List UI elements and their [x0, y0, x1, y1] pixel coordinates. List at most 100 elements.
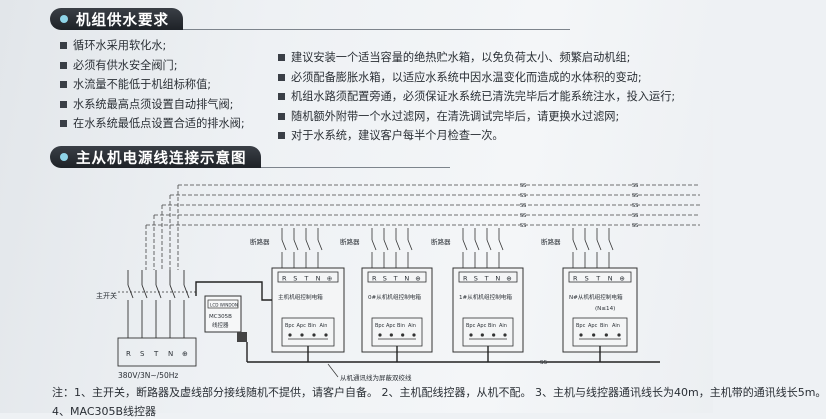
section-header-water-supply: 机组供水要求	[50, 8, 570, 30]
signal-terminal-label: Apc	[297, 323, 307, 329]
signal-terminal-screw	[389, 333, 393, 337]
switch-blade	[141, 284, 148, 299]
switch-blade	[127, 284, 134, 299]
panel-terminal-label: R	[372, 275, 377, 283]
signal-terminal-screw	[592, 333, 596, 337]
signal-terminal-label: Ain	[320, 323, 328, 329]
signal-terminal-label: Apc	[477, 323, 487, 329]
right-notes-list: 建议安装一个适当容量的绝热贮水箱，以免负荷太小、频繁启动机组; 必须配备膨胀水箱…	[278, 48, 675, 146]
panel-terminal-label: N	[316, 275, 321, 283]
section-title-tab: 机组供水要求	[50, 8, 183, 30]
breaker-blade	[584, 239, 590, 251]
square-bullet-icon	[278, 112, 285, 120]
panel-terminal-strip	[277, 271, 339, 283]
controller-lcd-label: LCD WINDON	[210, 303, 238, 308]
square-bullet-icon	[60, 42, 67, 50]
left-notes-list: 循环水采用软化水; 必须有供水安全阀门; 水流量不能低于机组标称值; 水系统最高…	[60, 36, 245, 134]
breaker-label: 断路器	[250, 237, 270, 246]
breaker-blade	[383, 239, 389, 251]
panel-terminal-label: T	[595, 275, 600, 283]
square-bullet-icon	[60, 61, 67, 69]
main-switch-poles	[118, 270, 196, 338]
controller-body	[204, 295, 242, 333]
bullet-dot-icon	[60, 15, 68, 23]
breaker-label: 断路器	[541, 237, 561, 246]
signal-terminal-label: Bpc	[375, 323, 385, 329]
power-terminal-label: S	[140, 350, 145, 358]
section-title: 主从机电源线连接示意图	[76, 150, 247, 167]
signal-terminal-screw	[492, 333, 496, 337]
panel-terminal-label: T	[484, 275, 489, 283]
list-item: 建议安装一个适当容量的绝热贮水箱，以免负荷太小、频繁启动机组;	[278, 48, 675, 68]
signal-terminal-screw	[412, 333, 416, 337]
breaker-blade	[462, 239, 468, 251]
breaker-blade	[305, 239, 311, 251]
bullet-dot-icon	[60, 153, 68, 161]
panel-terminal-strip	[367, 271, 427, 283]
square-bullet-icon	[278, 93, 285, 101]
break-mark: SS	[632, 203, 638, 209]
signal-terminal-screw	[617, 333, 621, 337]
panel-terminal-label: S	[383, 275, 387, 283]
signal-terminal-label: Apc	[386, 323, 396, 329]
panel-terminal-label: ⊕	[415, 275, 420, 283]
power-terminal-label: T	[153, 350, 159, 358]
controller-wire	[195, 281, 272, 301]
breaker-blade	[572, 239, 578, 251]
panel-terminal-label: ⊕	[619, 275, 624, 283]
list-item: 必须有供水安全阀门;	[60, 56, 245, 76]
panel-terminal-label: N	[404, 275, 409, 283]
signal-terminal-screw	[288, 333, 292, 337]
switch-blade	[183, 284, 190, 299]
signal-terminal-label: Ain	[408, 323, 416, 329]
breaker-blade	[281, 239, 287, 251]
panel-terminal-label: S	[585, 275, 589, 283]
list-item: 随机额外附带一个水过滤网，在清洗调试完毕后，请更换水过滤网;	[278, 107, 675, 127]
panel-terminal-strip	[568, 271, 632, 283]
square-bullet-icon	[278, 132, 285, 140]
power-terminal-label: ⊕	[182, 350, 188, 358]
panel-terminal-label: N	[608, 275, 613, 283]
panel-terminal-label: ⊕	[327, 275, 332, 283]
breaker-blade	[498, 239, 504, 251]
panel-terminal-label: R	[282, 275, 287, 283]
break-mark: SS	[520, 223, 526, 229]
cable-note-pointer	[327, 363, 339, 378]
section-title-tab: 主从机电源线连接示意图	[50, 146, 261, 168]
controller-screen	[207, 299, 239, 309]
breaker-blade	[395, 239, 401, 251]
controller-connector	[237, 332, 247, 342]
section-rule	[183, 29, 570, 30]
square-bullet-icon	[60, 120, 67, 128]
switch-blade	[155, 284, 162, 299]
list-item: 水系统最高点须设置自动排气阀;	[60, 95, 245, 115]
unit-name: 1#从机机组控制电箱	[459, 293, 512, 301]
list-item: 对于水系统，建议客户每半个月检查一次。	[278, 126, 675, 146]
section-header-wiring: 主从机电源线连接示意图	[50, 146, 450, 168]
power-terminal-block	[117, 337, 197, 367]
unit-sub-label: (N≤14)	[595, 306, 615, 312]
breaker-blade	[608, 239, 614, 251]
panel-terminal-strip	[458, 271, 518, 283]
section-rule	[260, 167, 450, 168]
panel-terminal-label: R	[463, 275, 468, 283]
breaker-label: 断路器	[340, 237, 360, 246]
unit-name: 主机机组控制电箱	[278, 293, 323, 301]
breaker-blade	[486, 239, 492, 251]
power-terminal-label: R	[126, 350, 131, 358]
signal-terminal-screw	[503, 333, 507, 337]
panel-terminal-label: T	[393, 275, 398, 283]
list-item: 在水系统最低点设置合适的排水阀;	[60, 114, 245, 134]
panel-terminal-label: S	[293, 275, 297, 283]
square-bullet-icon	[278, 54, 285, 62]
power-spec-label: 380V/3N~/50Hz	[118, 371, 178, 380]
breaker-blade	[407, 239, 413, 251]
list-item: 循环水采用软化水;	[60, 36, 245, 56]
break-mark: SS	[520, 203, 526, 209]
